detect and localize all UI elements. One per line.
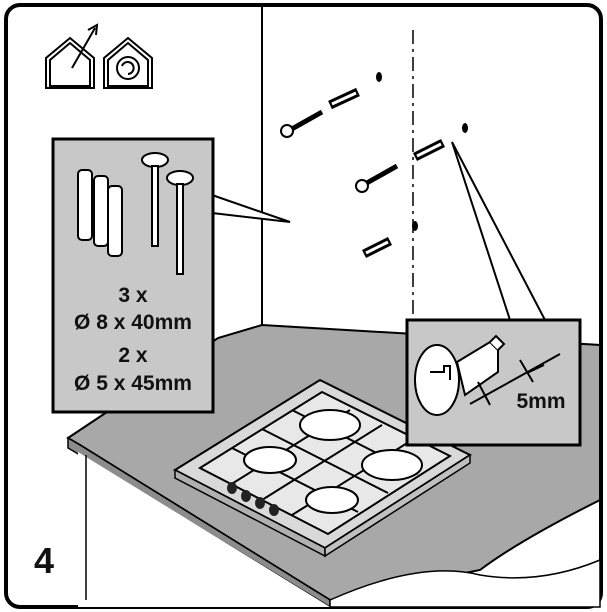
drill-hole [462,123,468,133]
step-number: 4 [34,540,54,581]
wall-plug [361,236,393,259]
wall-plug [328,87,360,110]
gap-dimension [469,353,561,406]
parts-qty-2: 2 x [118,344,148,367]
screw-detail-icon [414,334,506,416]
drill-hole [376,72,382,82]
drill-hole [412,221,418,231]
screw-detail-box: 5mm [405,141,582,447]
gap-label: 5mm [516,390,565,413]
burners [243,409,423,514]
house-recirculation-icon [103,36,153,89]
parts-box: 3 x Ø 8 x 40mm 2 x Ø 5 x 45mm [51,137,291,414]
wall-fixings [280,72,468,259]
control-knobs [227,482,279,516]
wall-screw [355,163,399,193]
screws-icon [141,152,194,275]
parts-size-2: Ø 5 x 45mm [74,372,192,395]
wall-plug [412,138,446,162]
house-extraction-icon [45,23,99,89]
parts-qty-1: 3 x [118,284,148,307]
parts-size-1: Ø 8 x 40mm [74,311,192,334]
gas-hob [172,378,473,558]
wall-plugs-icon [77,169,123,257]
wall-screw [280,109,324,138]
